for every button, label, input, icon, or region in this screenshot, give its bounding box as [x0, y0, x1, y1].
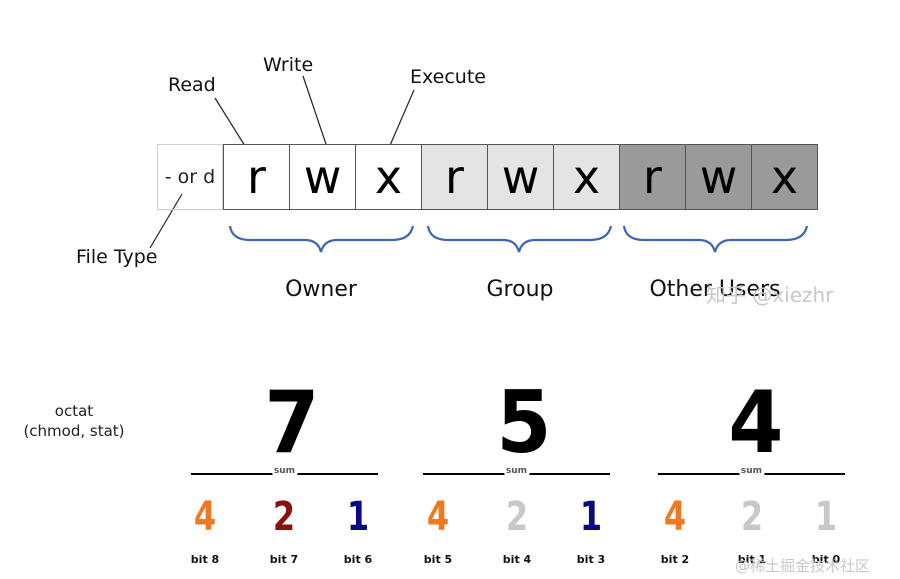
octat-title: octat: [54, 402, 94, 420]
bit-label: bit 5: [423, 553, 453, 566]
sum-label: sum: [738, 466, 765, 476]
group-label-owner: Owner: [285, 277, 357, 302]
octat-subtitle: (chmod, stat): [23, 422, 125, 441]
other-users-brace: [622, 225, 809, 253]
bit-label: bit 6: [343, 553, 373, 566]
bit-label: bit 4: [502, 553, 532, 566]
permission-cell-x: x: [751, 144, 818, 210]
permission-cell-x: x: [553, 144, 620, 210]
bit-value: 4: [193, 494, 217, 540]
write-callout: Write: [263, 54, 314, 76]
group-label-group: Group: [486, 277, 554, 302]
bit-value: 2: [272, 494, 296, 540]
bit-label: bit 7: [269, 553, 299, 566]
permission-cell-w: w: [685, 144, 752, 210]
octat-label: octat (chmod, stat): [4, 401, 144, 442]
file-type-pointer-line: [149, 193, 183, 249]
sum-line-owner: sum: [191, 466, 378, 480]
sum-label: sum: [503, 466, 530, 476]
bit-label: bit 2: [660, 553, 690, 566]
permission-cell-r: r: [223, 144, 290, 210]
file-type-callout: File Type: [76, 246, 158, 268]
bit-value: 1: [814, 494, 838, 540]
execute-pointer-line: [387, 89, 415, 151]
sum-line-group: sum: [423, 466, 610, 480]
sum-label: sum: [271, 466, 298, 476]
bit-value: 1: [579, 494, 603, 540]
permission-cell-r: r: [619, 144, 686, 210]
bit-value: 4: [663, 494, 687, 540]
group-brace: [426, 225, 613, 253]
read-pointer-line: [214, 97, 246, 147]
permission-cell-r: r: [421, 144, 488, 210]
owner-brace: [228, 225, 415, 253]
bit-value: 4: [426, 494, 450, 540]
read-callout: Read: [168, 74, 216, 96]
zhihu-watermark: 知乎 @xiezhr: [706, 283, 834, 307]
bit-label: bit 1: [737, 553, 767, 566]
group-label-other-users: Other Users: [649, 277, 781, 302]
bit-label: bit 3: [576, 553, 606, 566]
file-type-cell: - or d: [157, 144, 223, 210]
bit-label: bit 8: [190, 553, 220, 566]
bit-value: 1: [346, 494, 370, 540]
execute-callout: Execute: [410, 66, 486, 88]
octal-digit-group: 5: [496, 373, 552, 473]
permission-cell-x: x: [355, 144, 422, 210]
octal-digit-other: 4: [728, 373, 784, 473]
permission-cell-w: w: [487, 144, 554, 210]
juejin-watermark: @稀土掘金技术社区: [735, 557, 871, 575]
permission-cell-w: w: [289, 144, 356, 210]
sum-line-other: sum: [658, 466, 845, 480]
write-pointer-line: [302, 75, 329, 151]
bit-label: bit 0: [811, 553, 841, 566]
bit-value: 2: [505, 494, 529, 540]
octal-digit-owner: 7: [264, 373, 320, 473]
bit-value: 2: [740, 494, 764, 540]
